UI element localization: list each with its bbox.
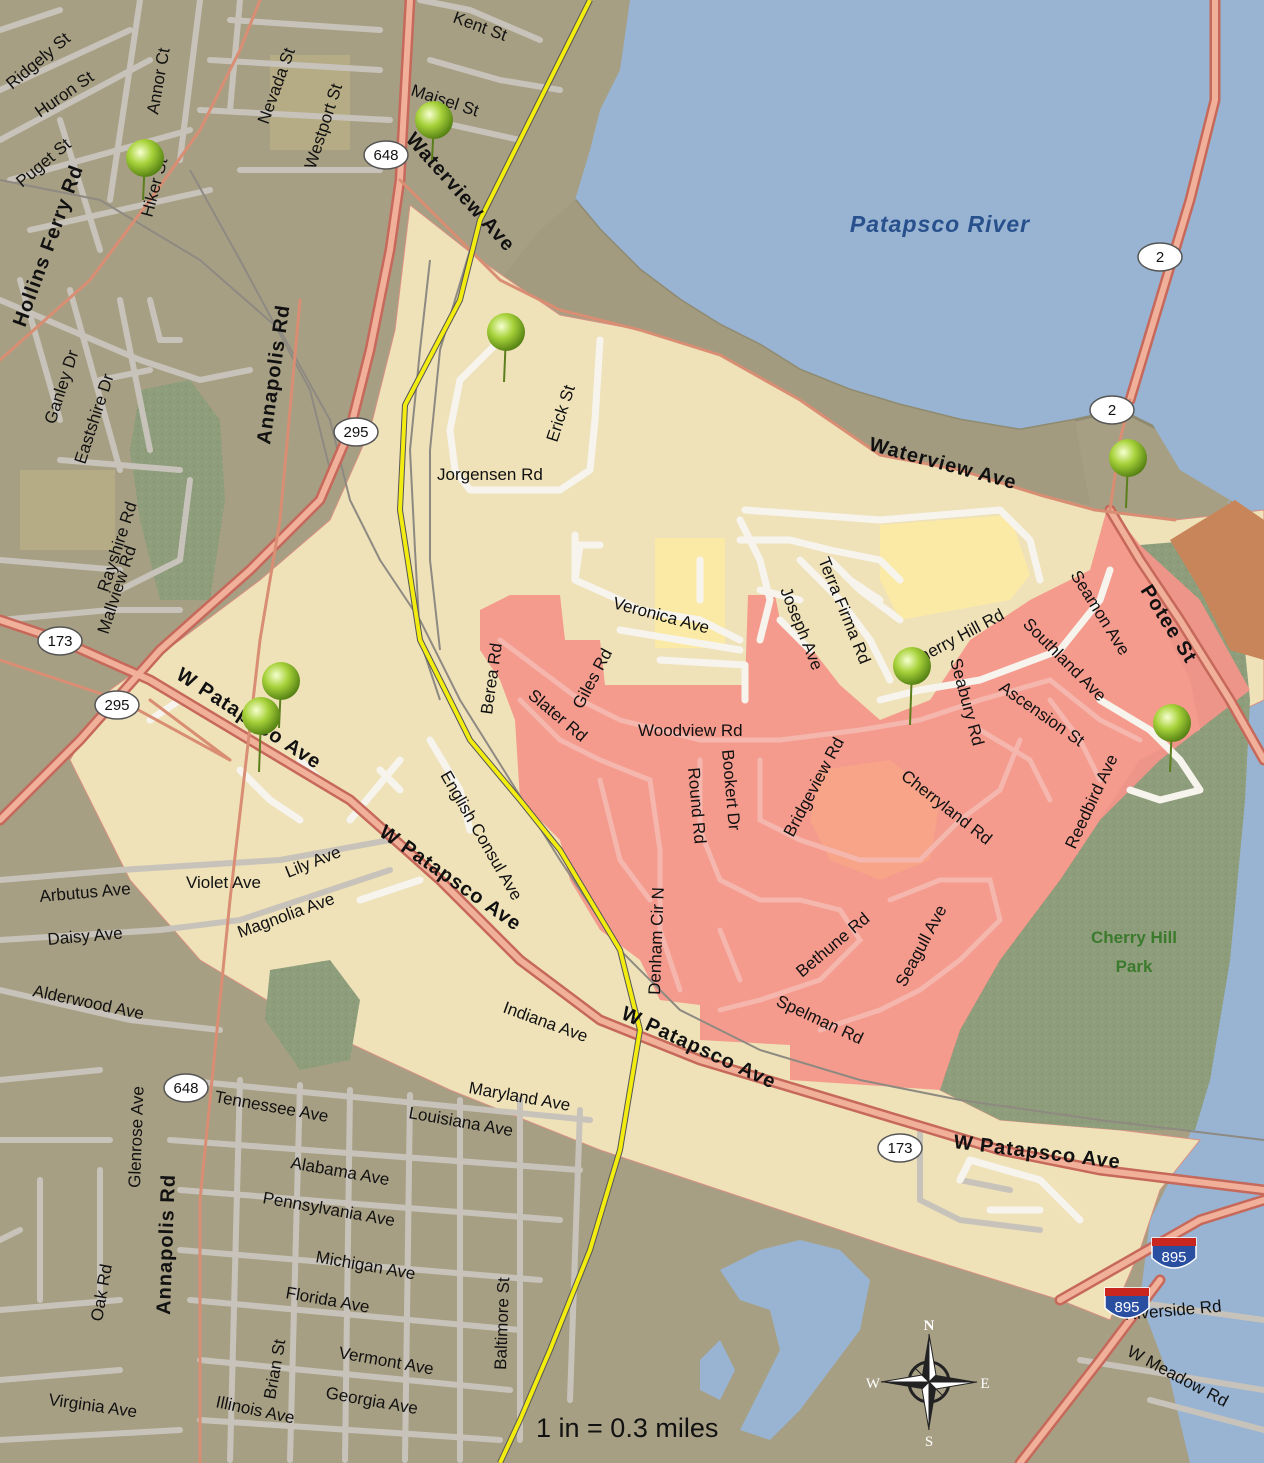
west-park-forest: [130, 380, 225, 600]
svg-text:173: 173: [887, 1140, 912, 1157]
route-shield-295: 295: [333, 417, 379, 447]
svg-text:2: 2: [1108, 402, 1116, 419]
location-pin[interactable]: [893, 647, 931, 726]
street-label: Denham Cir N: [645, 887, 668, 995]
compass-e: E: [980, 1376, 989, 1392]
interstate-shield-895: 895: [1104, 1287, 1150, 1319]
route-shield-295: 295: [94, 690, 140, 720]
shore-land: [500, 200, 1090, 505]
orange-parcel: [1170, 500, 1264, 660]
route-shield-173: 173: [877, 1133, 923, 1163]
southern-pond: [720, 1240, 870, 1440]
location-pin[interactable]: [487, 313, 525, 383]
cherry-hill-park-label-2: Park: [1116, 957, 1153, 976]
location-pins[interactable]: [126, 101, 1191, 773]
route-shield-648: 648: [363, 140, 409, 170]
location-pin[interactable]: [1153, 704, 1191, 773]
map-scale-label: 1 in = 0.3 miles: [536, 1413, 718, 1443]
svg-text:895: 895: [1161, 1249, 1186, 1266]
transit-line-yellow-fill: [398, 0, 642, 1463]
river-channel-se: [1140, 500, 1264, 1463]
route-shield-173: 173: [37, 626, 83, 656]
compass-w: W: [866, 1376, 881, 1392]
street-label: Annapolis Rd: [153, 1174, 180, 1316]
location-pin[interactable]: [242, 697, 280, 773]
south-park-forest: [265, 960, 360, 1070]
route-shield-648: 648: [163, 1073, 209, 1103]
cherry-hill-park-forest: [940, 540, 1250, 1130]
location-pin[interactable]: [415, 101, 453, 161]
route-shield-2: 2: [1089, 395, 1135, 425]
location-pin[interactable]: [1109, 439, 1147, 509]
location-pin[interactable]: [126, 139, 164, 201]
river-channel-n: [1150, 100, 1264, 520]
svg-text:895: 895: [1114, 1299, 1139, 1316]
street-label: Violet Ave: [186, 873, 261, 892]
interstate-shield-895: 895: [1151, 1237, 1197, 1269]
svg-text:295: 295: [104, 697, 129, 714]
compass-rose-icon: N S E W: [866, 1318, 990, 1450]
street-label: Woodview Rd: [638, 721, 743, 740]
highlighted-zone-core: [810, 760, 940, 880]
patapsco-river-label: Patapsco River: [850, 211, 1030, 237]
svg-text:648: 648: [173, 1080, 198, 1097]
yellow-parcel-2: [880, 515, 1030, 620]
svg-text:173: 173: [47, 633, 72, 650]
cherry-hill-park-label: Cherry Hill: [1091, 928, 1177, 947]
svg-text:648: 648: [373, 147, 398, 164]
olive-parcel-2: [20, 470, 115, 550]
route-shield-2: 2: [1137, 242, 1183, 272]
street-label: Jorgensen Rd: [437, 465, 543, 484]
svg-text:2: 2: [1156, 249, 1164, 266]
southern-pond-2: [700, 1340, 735, 1400]
compass-s: S: [925, 1434, 933, 1450]
zone-roads: [497, 637, 1143, 1033]
route-shields: 648 295 2 2 173 295 648 173: [37, 140, 1197, 1319]
compass-n: N: [924, 1318, 935, 1334]
svg-text:295: 295: [343, 424, 368, 441]
olive-parcel: [270, 55, 350, 150]
street-label: Glenrose Ave: [125, 1086, 148, 1188]
street-label: Baltimore St: [491, 1277, 513, 1370]
